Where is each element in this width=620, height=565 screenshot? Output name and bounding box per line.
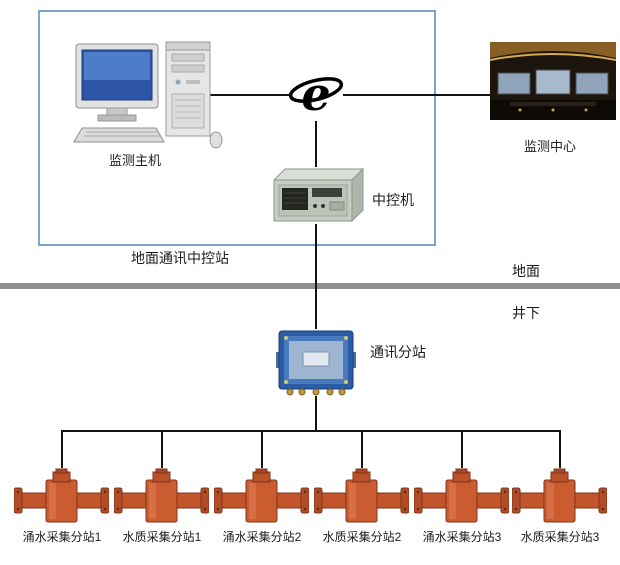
ground-station-label: 地面通讯中控站 xyxy=(131,250,229,266)
controller-unit-icon xyxy=(272,167,365,223)
drop-line-2 xyxy=(161,430,163,468)
surface-divider xyxy=(0,283,620,289)
device-label: 水质采集分站1 xyxy=(122,530,202,544)
surface-label: 地面 xyxy=(512,263,540,279)
device-label: 水质采集分站3 xyxy=(520,530,600,544)
substation-unit-icon xyxy=(276,330,356,396)
controller-label: 中控机 xyxy=(372,192,414,208)
line-controller-to-substation xyxy=(315,224,317,329)
collector-device-icon xyxy=(314,468,409,523)
bus-line xyxy=(61,430,561,432)
line-internet-to-center xyxy=(343,94,490,96)
device-label: 涌水采集分站3 xyxy=(422,530,502,544)
drop-line-6 xyxy=(559,430,561,468)
drop-line-5 xyxy=(461,430,463,468)
underground-label: 井下 xyxy=(512,305,540,321)
internet-icon: e xyxy=(288,67,344,121)
collector-device-icon xyxy=(114,468,209,523)
line-internet-to-controller xyxy=(315,121,317,167)
line-host-to-internet xyxy=(208,94,291,96)
svg-text:e: e xyxy=(301,67,330,121)
collector-device-icon xyxy=(414,468,509,523)
device-label: 涌水采集分站1 xyxy=(22,530,102,544)
collector-device-icon xyxy=(14,468,109,523)
host-label: 监测主机 xyxy=(108,153,161,168)
device-label: 涌水采集分站2 xyxy=(222,530,302,544)
monitoring-center-image xyxy=(490,42,616,120)
substation-label: 通讯分站 xyxy=(370,344,426,360)
collector-device-icon xyxy=(214,468,309,523)
center-label: 监测中心 xyxy=(523,139,576,154)
line-substation-to-bus xyxy=(315,396,317,431)
drop-line-1 xyxy=(61,430,63,468)
drop-line-3 xyxy=(261,430,263,468)
collector-device-icon xyxy=(512,468,607,523)
device-label: 水质采集分站2 xyxy=(322,530,402,544)
drop-line-4 xyxy=(361,430,363,468)
desktop-computer-icon xyxy=(73,41,223,149)
